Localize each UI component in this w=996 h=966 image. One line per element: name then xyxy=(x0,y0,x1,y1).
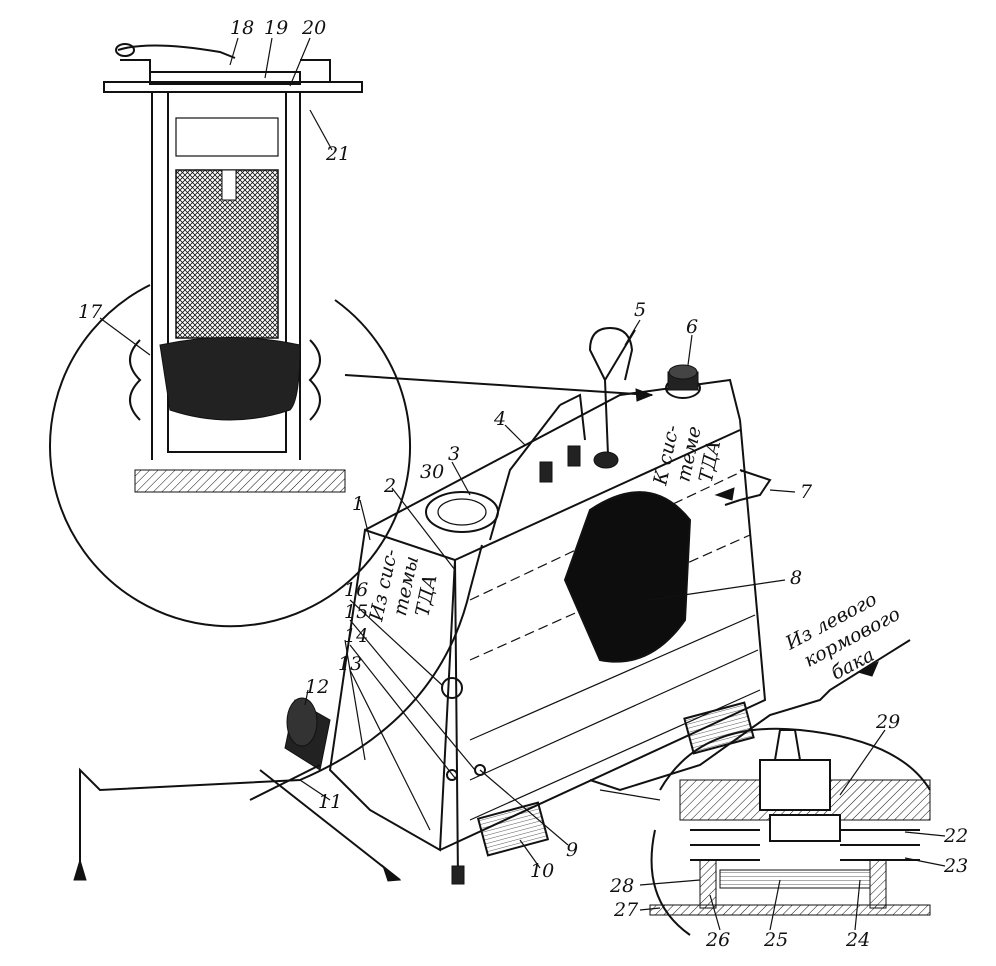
callout-21: 21 xyxy=(325,143,350,165)
callout-18: 18 xyxy=(230,17,254,39)
callout-9: 9 xyxy=(566,839,578,861)
callout-28: 28 xyxy=(609,875,634,897)
tank-body xyxy=(73,326,911,885)
callout-27: 27 xyxy=(613,899,639,921)
note-from-tda-left: Из сис- темы ТДА xyxy=(365,547,442,624)
leader-lines xyxy=(99,37,946,931)
callout-16: 16 xyxy=(344,579,368,601)
callout-19: 19 xyxy=(264,17,288,39)
callout-30: 30 xyxy=(420,461,444,483)
note-from-left-tank: Из левого кормового бака xyxy=(781,588,904,684)
callout-29: 29 xyxy=(875,711,900,733)
callout-25: 25 xyxy=(763,929,788,951)
callout-4: 4 xyxy=(493,408,506,430)
callout-8: 8 xyxy=(790,567,802,589)
callout-20: 20 xyxy=(301,17,326,39)
callout-24: 24 xyxy=(845,929,870,951)
note-to-tda-right: К сис- теме ТДА xyxy=(649,423,725,488)
callout-26: 26 xyxy=(705,929,730,951)
callout-12: 12 xyxy=(305,676,329,698)
callout-7: 7 xyxy=(800,481,813,503)
callout-13: 13 xyxy=(338,653,362,675)
hose-clamp-detail xyxy=(49,284,654,628)
callout-22: 22 xyxy=(943,825,968,847)
callout-2: 2 xyxy=(383,475,396,497)
callout-10: 10 xyxy=(530,860,554,882)
callout-11: 11 xyxy=(318,791,342,813)
callout-5: 5 xyxy=(634,299,646,321)
callout-1: 1 xyxy=(352,493,364,515)
callout-23: 23 xyxy=(943,855,968,877)
callout-15: 15 xyxy=(344,601,368,623)
callout-3: 3 xyxy=(448,443,460,465)
callout-6: 6 xyxy=(686,316,698,338)
drain-valve-detail xyxy=(599,727,931,936)
callout-17: 17 xyxy=(78,301,103,323)
callout-14: 14 xyxy=(344,625,368,647)
callout-labels: 1 2 3 4 5 6 7 8 9 10 11 12 13 14 15 16 1… xyxy=(78,17,968,951)
